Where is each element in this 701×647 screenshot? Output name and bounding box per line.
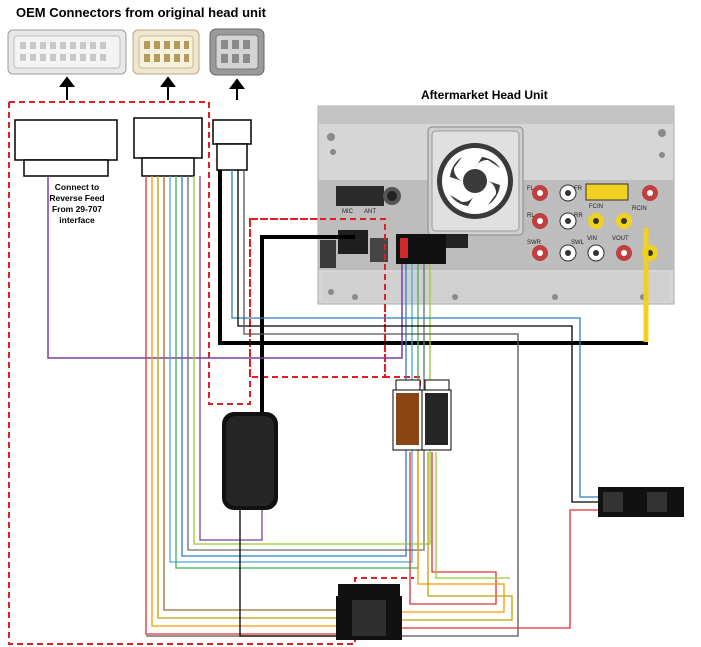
speaker-wires: [146, 170, 600, 637]
port-label-ant: ANT: [364, 209, 376, 215]
arrow-up-icon: [59, 76, 245, 100]
port-label-fr: FR: [574, 186, 583, 192]
port-label-rcin: RCIN: [632, 206, 647, 212]
power-dashed-box: [249, 218, 386, 378]
svg-text:Connect to: Connect to: [55, 182, 99, 192]
control-module: [199, 176, 338, 637]
harness-connector-1: [14, 119, 118, 177]
svg-text:Reverse Feed: Reverse Feed: [49, 193, 104, 203]
aftermarket-head-unit: MIC ANT FL RL SWR RR FR: [317, 105, 675, 305]
oem-connector-3: [209, 28, 265, 76]
power-wire: [402, 509, 600, 629]
port-label-rr: RR: [574, 213, 583, 219]
harness-connector-2: [133, 117, 203, 177]
port-label-rl: RL: [527, 213, 535, 219]
oem-connectors-title: OEM Connectors from original head unit: [16, 5, 267, 20]
oem-connector-2: [132, 29, 200, 75]
port-label-swl: SWL: [571, 240, 585, 246]
reverse-feed-note: Connect to Reverse Feed From 29-707 inte…: [49, 182, 104, 225]
harness-connector-3: [212, 119, 252, 171]
antenna-cable: [260, 235, 355, 412]
port-label-fcin: FCIN: [589, 204, 603, 210]
oem-connector-1: [7, 29, 127, 75]
bottom-connector: [336, 584, 402, 640]
speaker-connector: [598, 487, 684, 517]
reverse-wire: [47, 176, 403, 359]
head-unit-title: Aftermarket Head Unit: [421, 88, 548, 102]
svg-text:interface: interface: [59, 215, 95, 225]
port-label-swr: SWR: [527, 240, 542, 246]
svg-text:From 29-707: From 29-707: [52, 204, 102, 214]
port-label-mic: MIC: [342, 209, 354, 215]
iso-connectors: [392, 379, 452, 451]
port-label-fl: FL: [527, 186, 535, 192]
port-label-vin: VIN: [587, 236, 597, 242]
harness-dashed-box: [8, 101, 421, 645]
port-label-vout: VOUT: [612, 236, 629, 242]
